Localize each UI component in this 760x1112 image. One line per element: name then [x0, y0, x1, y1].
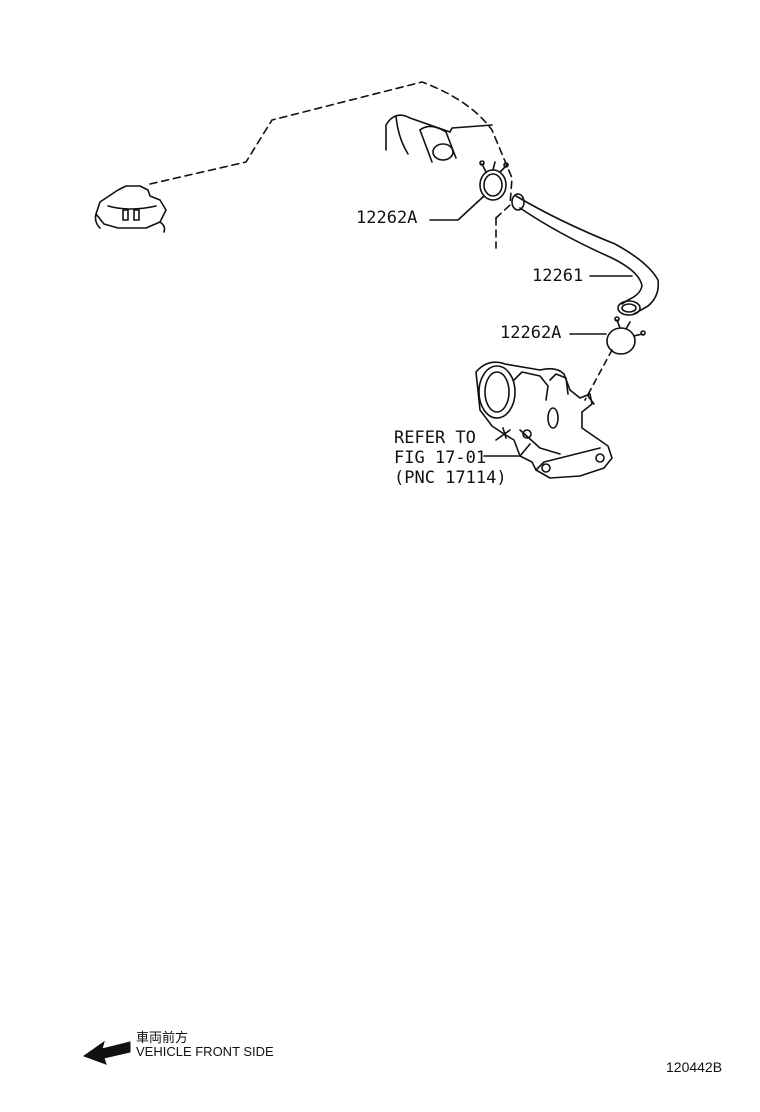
callout-lower-clip: 12262A	[500, 323, 562, 343]
upper-hose-clip	[479, 160, 509, 201]
lower-hose-clip	[606, 316, 646, 355]
callout-upper-clip: 12262A	[356, 208, 418, 228]
assembly-guide-line	[584, 349, 613, 401]
callout-hose: 12261	[532, 266, 584, 286]
illustration-id: 120442B	[666, 1059, 723, 1075]
callout-refer-line-3: (PNC 17114)	[394, 468, 507, 488]
filler-cap	[94, 185, 167, 233]
leader-refer	[483, 443, 531, 457]
left-arrow-icon	[82, 1040, 131, 1065]
phantom-tank-outline	[149, 81, 513, 219]
water-outlet-housing	[475, 361, 613, 479]
leader-upper-clip	[429, 195, 485, 221]
coolant-hose	[511, 193, 660, 316]
tank-outlet-pipe	[419, 125, 457, 163]
callout-refer-line-2: FIG 17-01	[394, 448, 487, 468]
orientation-label-jp: 車両前方	[136, 1030, 189, 1045]
orientation-label-en: VEHICLE FRONT SIDE	[136, 1044, 274, 1059]
callout-refer-line-1: REFER TO	[394, 428, 476, 448]
